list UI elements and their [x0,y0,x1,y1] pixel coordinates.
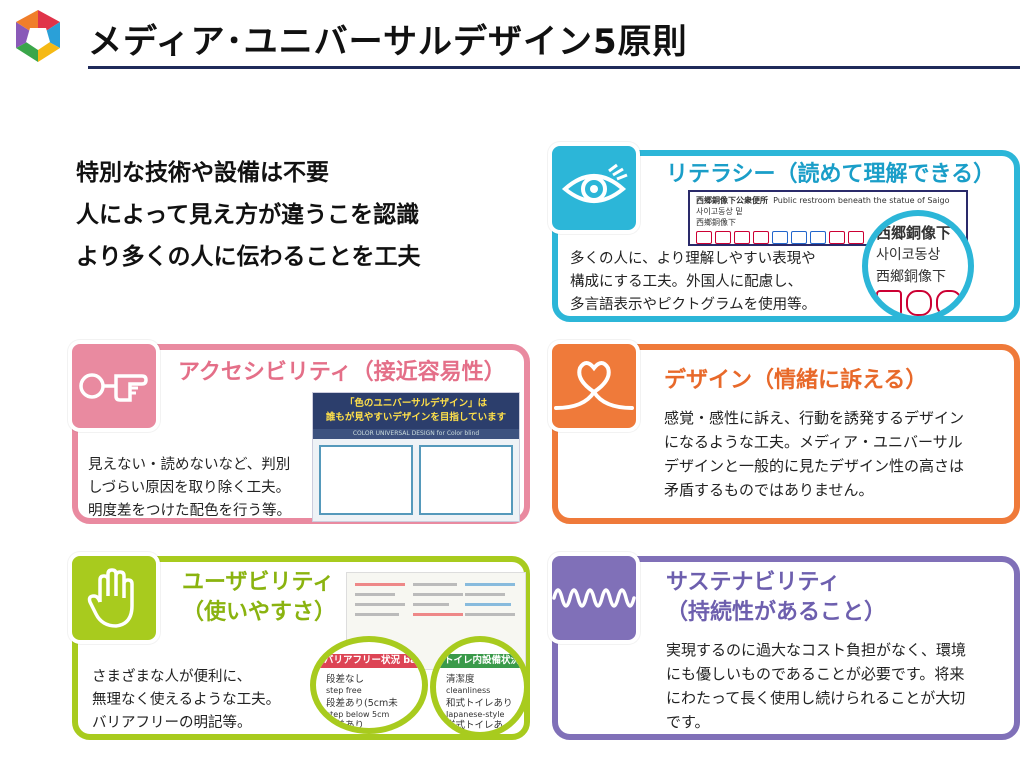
text-line: 無理なく使えるような工夫。 [92,692,281,708]
barrier-free-zoom-circle: バリアフリー状況 barr 段差なし step free 段差あり(5cm未 s… [310,636,428,734]
accessibility-card: アクセシビリティ（接近容易性） 「色のユニバーサルデザイン」は 誰もが見やすいデ… [68,340,530,524]
zoom-pictos [876,290,962,316]
zoom-header: バリアフリー状況 barr [316,654,422,668]
banner-line: 「色のユニバーサルデザイン」は [344,398,488,409]
intro-line: より多くの人に伝わることを工夫 [76,244,421,270]
zoom-line: 洋式トイレあ [446,720,504,731]
text-line: 実現するのに過大なコスト負担がなく、環境 [666,641,967,659]
text-line: にも優しいものであることが必要です。将来 [666,665,965,683]
literacy-description: 多くの人に、より理解しやすい表現や 構成にする工夫。外国人に配慮し、 多言語表示… [570,248,816,317]
sustainability-description: 実現するのに過大なコスト負担がなく、環境 にも優しいものであることが必要です。将… [666,638,966,734]
zoom-line: 和式トイレあり [446,698,513,709]
usability-card: ユーザビリティ （使いやすさ） バリアフリー状況 barr 段差なし step … [68,552,530,740]
text-line: 矛盾するものではありません。 [664,481,874,499]
sign-zoom-circle: 西郷銅像下 사이코동상 西鄉銅像下 [862,210,974,322]
title-line: サステナビリティ [666,570,841,595]
text-line: 感覚・感性に訴え、行動を誘発するデザイン [664,409,965,427]
zoom-line: 段差あり [326,720,365,731]
text-line: になるような工夫。メディア・ユニバーサル [664,433,963,451]
text-line: さまざまな人が便利に、 [92,669,252,685]
title-underline [88,66,1020,69]
literacy-card: リテラシー（読めて理解できる） 西郷銅像下公衆便所 Public restroo… [548,142,1020,322]
title-line: （持続性があること） [666,600,887,625]
pictogram-row [696,231,960,244]
title-line: ユーザビリティ [182,570,335,595]
intro-line: 人によって見え方が違うこを認識 [76,202,420,228]
sign-line-zh: 西鄉銅像下 [696,218,736,227]
zoom-line: Japanese-style [446,710,505,719]
zoom-line: step below 5cm [326,710,390,719]
text-line: 多くの人に、より理解しやすい表現や [570,251,816,267]
leaflet-banner: 「色のユニバーサルデザイン」は 誰もが見やすいデザインを目指しています [313,393,519,429]
design-card: デザイン（情緒に訴える） 感覚・感性に訴え、行動を誘発するデザイン になるような… [548,340,1020,524]
sustainability-card: サステナビリティ （持続性があること） 実現するのに過大なコスト負担がなく、環境… [548,552,1020,740]
zoom-line: 段差なし [326,674,365,685]
leaflet-panel [319,445,413,515]
zoom-line: 清潔度 [446,674,475,685]
usability-description: さまざまな人が便利に、 無理なく使えるような工夫。 バリアフリーの明記等。 [92,666,280,735]
wave-icon [548,552,640,644]
leaflet-panel [419,445,513,515]
text-line: しづらい原因を取り除く工夫。 [88,480,291,496]
text-line: バリアフリーの明記等。 [92,715,252,731]
design-description: 感覚・感性に訴え、行動を誘発するデザイン になるような工夫。メディア・ユニバーサ… [664,406,964,502]
text-line: 見えない・読めないなど、判別 [88,457,291,473]
pointing-hand-icon [68,340,160,432]
restroom-facility-zoom-circle: トイレ内設備状況 facilit 清潔度 cleanliness 和式トイレあり… [430,636,530,738]
zoom-line: step free [326,686,362,695]
zoom-line: 西鄉銅像下 [876,269,946,285]
design-title: デザイン（情緒に訴える） [664,368,928,393]
zoom-header: トイレ内設備状況 facilit [436,654,524,668]
sign-line-en: Public restroom beneath the statue of Sa… [773,196,950,205]
heart-ribbon-icon [548,340,640,432]
eye-icon [548,142,640,234]
text-line: 構成にする工夫。外国人に配慮し、 [570,274,803,290]
text-line: 明度差をつけた配色を行う等。 [88,503,291,519]
title-line: （使いやすさ） [182,600,337,625]
accessibility-description: 見えない・読めないなど、判別 しづらい原因を取り除く工夫。 明度差をつけた配色を… [88,454,291,523]
color-ud-leaflet-image: 「色のユニバーサルデザイン」は 誰もが見やすいデザインを目指しています COLO… [312,392,520,522]
leaflet-subbar: COLOR UNIVERSAL DESIGN for Color blind [313,429,519,439]
banner-line: 誰もが見やすいデザインを目指しています [325,412,507,423]
open-hand-icon [68,552,160,644]
literacy-title: リテラシー（読めて理解できる） [666,162,996,187]
text-line: です。 [666,713,710,731]
sign-line-ja: 西郷銅像下公衆便所 [696,196,768,205]
accessibility-title: アクセシビリティ（接近容易性） [178,360,506,385]
sustainability-title: サステナビリティ （持続性があること） [666,568,886,628]
intro-text: 特別な技術や設備は不要 人によって見え方が違うこを認識 より多くの人に伝わること… [76,152,421,278]
mud-logo-icon [16,10,60,62]
zoom-line: 西郷銅像下 [876,224,952,242]
zoom-line: 사이코동상 [876,247,941,263]
page-title: メディア･ユニバーサルデザイン5原則 [88,22,688,62]
text-line: にわたって長く使用し続けられることが大切 [666,689,966,707]
sign-line-ko: 사이고동상 밑 [696,207,743,216]
zoom-line: cleanliness [446,686,491,695]
text-line: 多言語表示やピクトグラムを使用等。 [570,297,817,313]
zoom-line: 段差あり(5cm未 [326,698,398,709]
text-line: デザインと一般的に見たデザイン性の高さは [664,457,965,475]
leaflet-sub: COLOR UNIVERSAL DESIGN for Color blind [352,430,480,437]
intro-line: 特別な技術や設備は不要 [76,160,329,186]
usability-title: ユーザビリティ （使いやすさ） [182,568,336,628]
